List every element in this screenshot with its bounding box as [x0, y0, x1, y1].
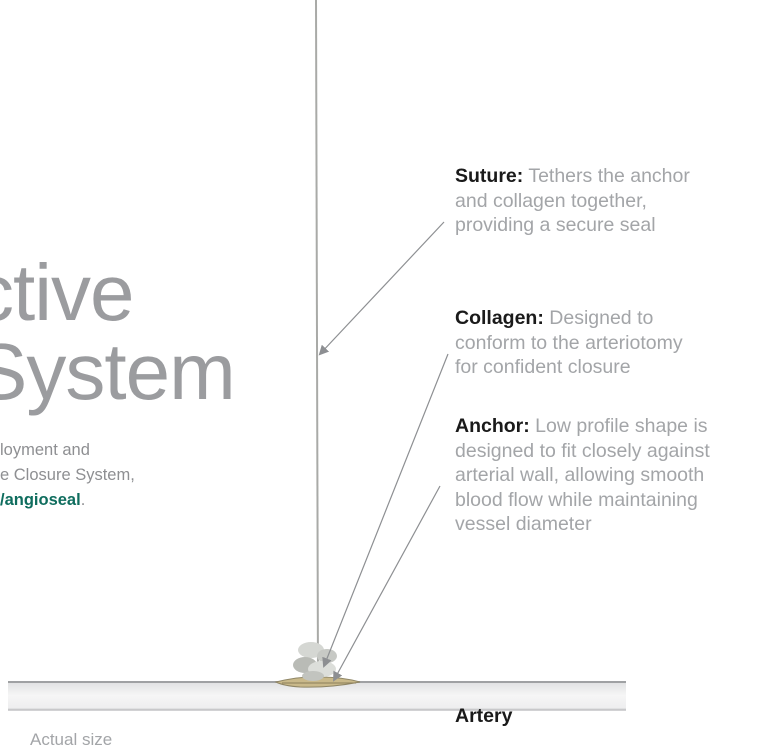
collagen-desc-line-1: Designed to [549, 307, 654, 329]
anchor-desc-line-3: arterial wall, allowing smooth [455, 464, 705, 486]
intro-punctuation: . [80, 491, 86, 509]
page-title-line-1: ctive [0, 248, 134, 337]
collagen-desc-line-2: conform to the arteriotomy [455, 331, 683, 354]
angioseal-link[interactable]: /angioseal [0, 491, 81, 509]
anchor-desc-line-5: vessel diameter [455, 513, 592, 535]
anchor-desc-line-4: blood flow while maintaining [455, 488, 698, 511]
artery-label: Artery [455, 705, 513, 727]
anchor-desc-line-1: Low profile shape is [535, 415, 708, 437]
suture-desc-line-2: and collagen together, [455, 189, 647, 212]
anchor-callout: Anchor: Low profile shape is designed to… [455, 414, 782, 537]
collagen-callout: Collagen: Designed to conform to the art… [455, 306, 782, 380]
anchor-term: Anchor: [455, 415, 530, 437]
intro-line-1: loyment and [0, 441, 90, 459]
suture-callout: Suture: Tethers the anchor and collagen … [455, 164, 782, 238]
collagen-desc-line-3: for confident closure [455, 356, 631, 378]
intro-line-3: /angioseal. [0, 488, 135, 513]
anchor-desc-line-2: designed to fit closely against [455, 439, 710, 462]
suture-desc-line-1: Tethers the anchor [528, 165, 690, 187]
suture-leader-arrow [318, 221, 445, 356]
intro-paragraph: loyment and e Closure System, /angioseal… [0, 438, 135, 513]
collagen-plug-icon [293, 642, 337, 681]
intro-line-2: e Closure System, [0, 466, 135, 484]
collagen-term: Collagen: [455, 307, 544, 329]
suture-desc-line-3: providing a secure seal [455, 214, 656, 236]
collagen-leader-arrow [322, 353, 449, 668]
suture-term: Suture: [455, 165, 524, 187]
suture-thread [315, 0, 319, 684]
actual-size-caption: Actual size [30, 730, 113, 749]
anchor-leader-arrow [333, 485, 441, 682]
page-title-line-2: System [0, 327, 236, 416]
